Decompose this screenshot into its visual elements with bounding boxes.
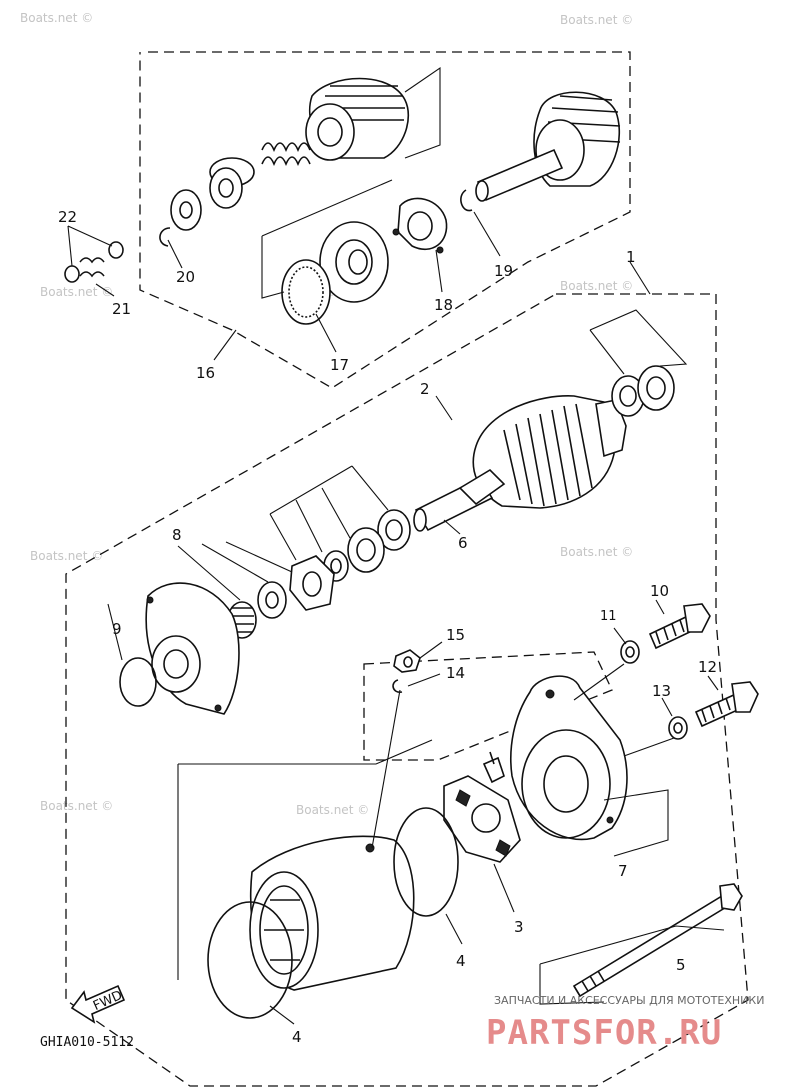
- label-11: 11: [600, 609, 617, 624]
- nut-15: [393, 649, 421, 673]
- washer-11: [620, 640, 640, 664]
- label-8: 8: [172, 526, 182, 544]
- leader-stud-alignment: [371, 689, 401, 849]
- lock-washer-14: [392, 679, 403, 693]
- label-12: 12: [698, 658, 717, 676]
- label-4-front: 4: [292, 1028, 302, 1046]
- leader-5-bracket: [539, 925, 725, 1005]
- watermark: Boats.net ©: [30, 549, 103, 563]
- leader-17: [315, 313, 337, 353]
- gear-housing: [319, 221, 389, 303]
- leader-17-group: [261, 236, 285, 299]
- thrust-washers-right: [611, 365, 675, 417]
- leader-4-rear: [445, 913, 463, 945]
- o-ring-9: [119, 657, 157, 707]
- label-17: 17: [330, 356, 349, 374]
- leader-19: [473, 211, 501, 257]
- o-ring-4-front: [207, 901, 293, 1019]
- circlip-19: [460, 189, 473, 212]
- watermark: Boats.net ©: [560, 13, 633, 27]
- watermark: Boats.net ©: [20, 11, 93, 25]
- leader-bolt10-alignment: [573, 663, 625, 701]
- group-14-15-boundary: [363, 651, 613, 761]
- pinion-shaft: [475, 148, 564, 202]
- leader-10-13: [613, 599, 719, 717]
- label-1: 1: [626, 248, 636, 266]
- armature: [413, 395, 627, 532]
- label-2: 2: [420, 380, 430, 398]
- through-bolt-5: [572, 883, 743, 998]
- group-1-boundary: [65, 293, 749, 1087]
- leader-4-front: [269, 1005, 295, 1025]
- front-washer: [257, 581, 287, 619]
- retainer-18: [392, 197, 448, 254]
- watermark: Boats.net ©: [40, 799, 113, 813]
- leader-21-22: [67, 225, 115, 297]
- leader-2: [435, 395, 453, 421]
- leader-9: [107, 603, 123, 661]
- label-21: 21: [112, 300, 131, 318]
- bolt-10: [648, 603, 711, 650]
- leader-16: [213, 329, 237, 361]
- brush-plate-retainer: [289, 555, 335, 611]
- bolt-12: [694, 681, 759, 728]
- label-4-rear: 4: [456, 952, 466, 970]
- label-15: 15: [446, 626, 465, 644]
- label-16: 16: [196, 364, 215, 382]
- circlip-20: [159, 227, 171, 247]
- diagram-code: GHIA010-5112: [40, 1035, 134, 1050]
- front-cover: [145, 582, 240, 715]
- pinion-gear: [305, 77, 410, 161]
- leader-20: [167, 239, 183, 269]
- rear-cover: [510, 675, 628, 841]
- leader-17-group-top: [261, 179, 393, 237]
- spring: [261, 142, 311, 167]
- label-7: 7: [618, 862, 628, 880]
- leader-18: [435, 249, 443, 293]
- watermark: Boats.net ©: [560, 279, 633, 293]
- brush-holder: [443, 751, 521, 863]
- fwd-arrow: FWD: [70, 984, 126, 1024]
- label-9: 9: [112, 620, 122, 638]
- leader-14-15: [407, 641, 443, 687]
- o-ring-4-rear: [393, 807, 459, 917]
- label-3: 3: [514, 918, 524, 936]
- thrust-washers-left: [323, 509, 411, 582]
- leader-yoke-bracket: [177, 739, 433, 980]
- label-10: 10: [650, 582, 669, 600]
- leader-7-bracket: [603, 789, 669, 857]
- leader-8: [177, 541, 293, 601]
- label-22: 22: [58, 208, 77, 226]
- watermark: Boats.net ©: [40, 285, 113, 299]
- small-spring-set: [64, 241, 124, 283]
- label-19: 19: [494, 262, 513, 280]
- leader-bolt12-alignment: [623, 737, 675, 757]
- leader-pinion: [404, 66, 441, 159]
- label-20: 20: [176, 268, 195, 286]
- leader-6-washers: [269, 465, 389, 561]
- washer: [170, 189, 202, 231]
- leader-6: [443, 519, 461, 535]
- banner-tagline: ЗАПЧАСТИ И АКСЕССУАРЫ ДЛЯ МОТОТЕХНИКИ: [494, 994, 764, 1007]
- watermark: Boats.net ©: [296, 803, 369, 817]
- leader-1: [629, 261, 651, 295]
- banner-brand: PARTSFOR.RU: [486, 1013, 722, 1053]
- leader-2-washers: [589, 309, 688, 375]
- label-13: 13: [652, 682, 671, 700]
- label-14: 14: [446, 664, 465, 682]
- leader-3: [493, 863, 515, 913]
- collar: [209, 157, 255, 209]
- label-5: 5: [676, 956, 686, 974]
- washer-13: [668, 716, 688, 740]
- needle-bearing-ring: [281, 259, 331, 325]
- partsfor-banner: ЗАПЧАСТИ И АКСЕССУАРЫ ДЛЯ МОТОТЕХНИКИ PA…: [486, 994, 764, 1053]
- label-18: 18: [434, 296, 453, 314]
- watermark: Boats.net ©: [560, 545, 633, 559]
- label-6: 6: [458, 534, 468, 552]
- fwd-label: FWD: [91, 988, 125, 1014]
- group-16-boundary: [139, 51, 631, 389]
